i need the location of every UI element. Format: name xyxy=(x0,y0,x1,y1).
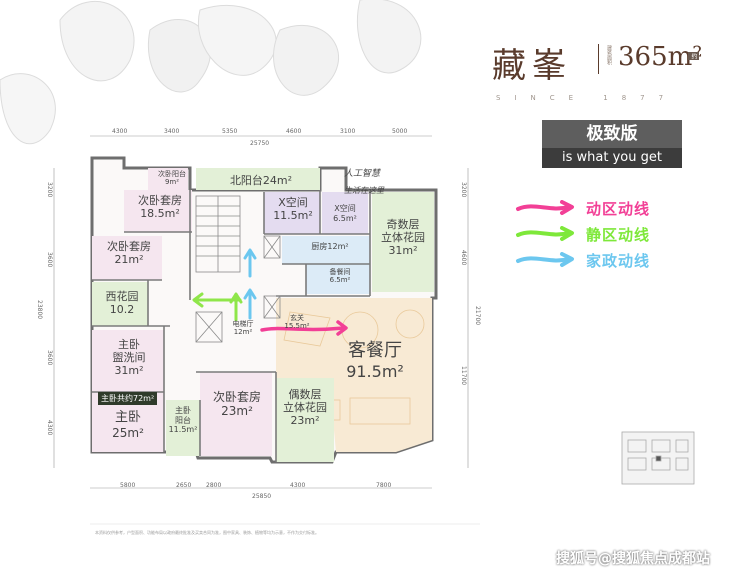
edition-name: 极致版 xyxy=(542,120,682,148)
dim-right-total: 21700 xyxy=(474,306,481,326)
dim-bottom-5: 7800 xyxy=(376,482,392,489)
legend-item-service: 家政动线 xyxy=(514,248,714,270)
room-master-bedroom: 主卧 25m² xyxy=(112,410,144,440)
dim-top-5: 3100 xyxy=(340,128,356,135)
watermark: 搜狐号@搜狐焦点成都站 xyxy=(556,551,710,567)
room-bedroom2-suite-c: 次卧套房 23m² xyxy=(212,390,261,419)
dim-left-3: 3600 xyxy=(46,350,53,366)
dim-top-total: 25750 xyxy=(250,140,270,147)
title-divider xyxy=(598,44,599,74)
dim-bottom-1: 5800 xyxy=(120,482,136,489)
dim-bottom-2: 2650 xyxy=(176,482,192,489)
edition-subtitle: is what you get xyxy=(542,148,682,168)
room-foyer: 玄关 15.5m² xyxy=(284,314,310,331)
area-label: 建筑面积 xyxy=(606,45,612,65)
room-living-dining: 客餐厅 91.5m² xyxy=(346,340,404,381)
dim-left-1: 3200 xyxy=(46,182,53,198)
room-x-space: X空间 11.5m² xyxy=(273,196,313,223)
room-master-balcony: 主卧 阳台 11.5m² xyxy=(168,406,198,435)
dim-bottom-total: 25850 xyxy=(252,493,272,500)
disclaimer: 本资料仅供参考，户型面积、功能布局以政府最终批准及买卖合同为准，图中家具、装饰、… xyxy=(95,530,319,535)
room-elevator-hall: 电梯厅 12m² xyxy=(232,320,254,337)
dim-top-4: 4600 xyxy=(286,128,302,135)
edition-badge: 极致版 is what you get xyxy=(542,120,682,168)
dim-left-4: 4300 xyxy=(46,420,53,436)
ai-note: 人工智慧 xyxy=(344,169,381,179)
room-bedroom2-suite-a: 次卧套房 18.5m² xyxy=(138,194,182,221)
dim-right-3: 11700 xyxy=(460,366,467,386)
room-bedroom2-balcony: 次卧阳台 9m² xyxy=(158,170,186,187)
dim-left-2: 3600 xyxy=(46,252,53,268)
room-bedroom2-suite-b: 次卧套房 21m² xyxy=(107,240,151,267)
room-odd-floor-garden: 奇数层 立体花园 31m² xyxy=(381,218,425,258)
blue-arrow-icon xyxy=(516,252,574,267)
dim-top-3: 5350 xyxy=(222,128,238,135)
legend-label-active: 动区动线 xyxy=(586,200,651,218)
dim-right-2: 4600 xyxy=(460,250,467,266)
legend-item-active: 动区动线 xyxy=(514,196,714,218)
legend-label-quiet: 静区动线 xyxy=(586,226,651,244)
dim-top-6: 5000 xyxy=(392,128,408,135)
dim-top-2: 3400 xyxy=(164,128,180,135)
flow-legend: 动区动线 静区动线 家政动线 xyxy=(514,196,714,276)
pink-arrow-icon xyxy=(516,200,574,215)
life-note: 生活在这里 xyxy=(344,186,384,195)
legend-label-service: 家政动线 xyxy=(586,252,651,270)
room-kitchen: 厨房12m² xyxy=(311,242,349,251)
room-pantry: 备餐间 6.5m² xyxy=(329,268,351,285)
room-west-garden: 西花园 10.2 xyxy=(105,290,139,317)
dim-right-1: 3200 xyxy=(460,182,467,198)
room-master-bath: 主卧 盥洗间 31m² xyxy=(112,338,146,378)
dim-bottom-4: 4300 xyxy=(290,482,306,489)
project-title: 藏峯 xyxy=(492,46,572,86)
room-x-space-small: X空间 6.5m² xyxy=(333,204,357,223)
since-tagline: SINCE 1877 xyxy=(496,94,678,102)
master-total-tag: 主卧共约72m² xyxy=(98,392,158,405)
legend-item-quiet: 静区动线 xyxy=(514,222,714,244)
dim-left-total: 23800 xyxy=(36,300,43,320)
area-approx-badge: 约 xyxy=(688,52,699,60)
green-arrow-icon xyxy=(516,226,574,241)
dim-bottom-3: 2800 xyxy=(206,482,222,489)
room-north-balcony: 北阳台24m² xyxy=(229,174,293,187)
room-even-floor-garden: 偶数层 立体花园 23m² xyxy=(283,388,327,428)
dim-top-1: 4300 xyxy=(112,128,128,135)
